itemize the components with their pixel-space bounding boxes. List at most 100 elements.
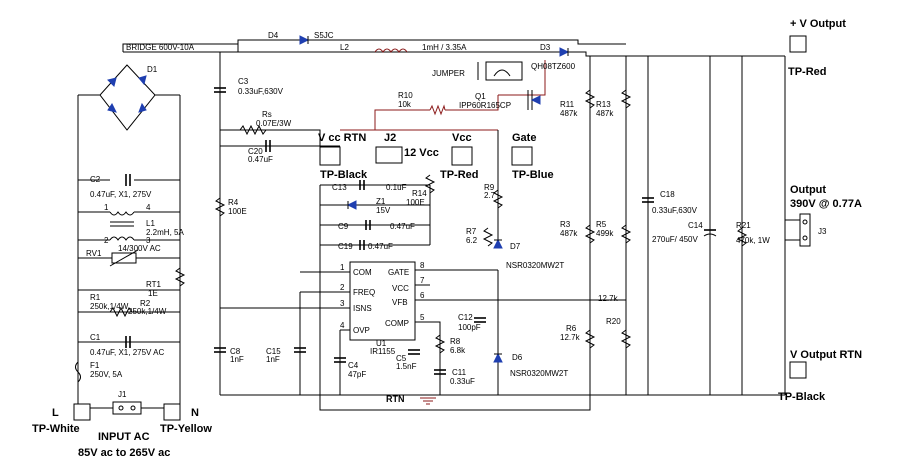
u1-pin-vcc: VCC — [392, 284, 409, 293]
jumper-label: JUMPER — [432, 69, 465, 78]
j1-label: J1 — [118, 390, 127, 399]
l2-label: L2 — [340, 43, 349, 52]
output-value: 390V @ 0.77A — [790, 198, 862, 210]
resistor-r3: R3 487k — [560, 220, 596, 244]
r9-value: 2.7 — [484, 191, 496, 200]
n-heading: N — [191, 407, 199, 419]
u1-pin6: 6 — [420, 291, 425, 300]
diode-d4: D4 S5JC — [268, 31, 334, 45]
r14-label: R14 — [412, 189, 427, 198]
r7-value: 6.2 — [466, 236, 478, 245]
c4-label: C4 — [348, 361, 359, 370]
resistor-r13: R13 487k — [596, 89, 632, 118]
c13-label: C13 — [332, 183, 347, 192]
u1-pin1: 1 — [340, 263, 345, 272]
rs-label: Rs — [262, 110, 272, 119]
r21-value: 470k, 1W — [736, 236, 770, 245]
d3-label: D3 — [540, 43, 551, 52]
c5-label: C5 — [396, 354, 407, 363]
r14-value: 100E — [406, 198, 425, 207]
capacitor-c9: C9 0.47uF — [338, 220, 415, 231]
capacitor-c1: C1 0.47uF, X1, 275V AC — [90, 333, 164, 357]
q1-value: IPP60R165CP — [459, 101, 511, 110]
c20-value: 0.47uF — [248, 155, 273, 164]
r20-label: R20 — [606, 317, 621, 326]
capacitor-c19: C19 0.47uF — [338, 240, 393, 251]
connector-j1: J1 — [112, 390, 142, 415]
resistor-r4: R4 100E — [214, 197, 247, 217]
connector-j3: J3 — [799, 213, 827, 247]
r8-label: R8 — [450, 337, 461, 346]
resistor-r6: R6 12.7k 12.7k — [560, 294, 619, 349]
j3-label: J3 — [818, 227, 827, 236]
c9-label: C9 — [338, 222, 349, 231]
varistor-rv1: RV1 14/300V AC — [86, 244, 161, 267]
c5-value: 1.5nF — [396, 362, 417, 371]
diode-d7: D7 NSR0320MW2T — [493, 238, 564, 270]
z1-label: Z1 — [376, 197, 386, 206]
c15-value: 1nF — [266, 355, 280, 364]
tp-black-bottom-label: TP-Black — [778, 391, 826, 403]
testpoint-n: N TP-Yellow — [160, 403, 212, 435]
capacitor-c18: C18 0.33uF,630V — [642, 190, 698, 215]
choke-l1: 1 4 2 3 L1 2.2mH, 5A — [104, 203, 184, 245]
resistor-r14: R14 100E — [406, 174, 436, 207]
tp-red-top-label: TP-Red — [788, 66, 827, 78]
resistor-r11: R11 487k — [560, 89, 596, 118]
r1-label: R1 — [90, 293, 101, 302]
u1-pin4: 4 — [340, 321, 345, 330]
tp-white-label: TP-White — [32, 423, 80, 435]
c11-label: C11 — [452, 368, 467, 377]
rs-value: 0.07E/3W — [256, 119, 292, 128]
c19-value: 0.47uF — [368, 242, 393, 251]
u1-pin-freq: FREQ — [353, 288, 375, 297]
u1-pin5: 5 — [420, 313, 425, 322]
tp-black-mid-label: TP-Black — [320, 169, 368, 181]
c3-value: 0.33uF,630V — [238, 87, 284, 96]
u1-pin3: 3 — [340, 299, 345, 308]
c18-label: C18 — [660, 190, 675, 199]
testpoint-gate: Gate TP-Blue — [511, 132, 554, 181]
testpoint-vcc-rtn: V cc RTN TP-Black — [318, 132, 368, 181]
capacitor-c20: C20 0.47uF — [248, 140, 273, 164]
u1-pin7: 7 — [420, 276, 425, 285]
r4-value: 100E — [228, 207, 247, 216]
c15-label: C15 — [266, 347, 281, 356]
c2-value: 0.47uF, X1, 275V — [90, 190, 152, 199]
testpoint-l: L TP-White — [32, 403, 91, 435]
resistor-r5: R5 499k — [596, 220, 632, 244]
c13-value: 0.1uF — [386, 183, 407, 192]
fuse-f1: F1 250V, 5A — [75, 361, 123, 383]
resistor-r7: R7 6.2 — [466, 227, 494, 247]
testpoint-vcc: Vcc TP-Red — [440, 132, 479, 181]
c4-value: 47pF — [348, 370, 366, 379]
output-heading: Output 390V @ 0.77A — [790, 184, 862, 210]
c8-value: 1nF — [230, 355, 244, 364]
c12-label: C12 — [458, 313, 473, 322]
c1-label: C1 — [90, 333, 101, 342]
capacitor-c11: C11 0.33uF — [434, 368, 475, 386]
testpoint-vout-rtn: V Output RTN TP-Black — [778, 349, 862, 403]
r3-value: 487k — [560, 229, 578, 238]
q1-label: Q1 — [475, 92, 486, 101]
r5-label: R5 — [596, 220, 607, 229]
capacitor-c15: C15 1nF — [266, 347, 306, 364]
resistor-r20: R20 — [606, 317, 632, 349]
u1-pin-vfb: VFB — [392, 298, 408, 307]
r2-value: 250k,1/4W — [128, 307, 167, 316]
d7-value: NSR0320MW2T — [506, 261, 564, 270]
bridge-label: BRIDGE 600V-10A — [126, 43, 195, 52]
c12-value: 100pF — [458, 323, 481, 332]
r10-value: 10k — [398, 100, 412, 109]
c14-value: 270uF/ 450V — [652, 235, 698, 244]
r1-value: 250k,1/4W — [90, 302, 129, 311]
j2-heading: J2 — [384, 132, 396, 144]
r5-value: 499k — [596, 229, 614, 238]
c2-label: C2 — [90, 175, 101, 184]
bridge-rectifier-d1: D1 BRIDGE 600V-10A — [99, 43, 195, 131]
resistor-rs: Rs 0.07E/3W — [239, 110, 292, 136]
rtn-label: RTN — [386, 394, 405, 404]
u1-pin-gate: GATE — [388, 268, 409, 277]
tp-blue-label: TP-Blue — [512, 169, 554, 181]
